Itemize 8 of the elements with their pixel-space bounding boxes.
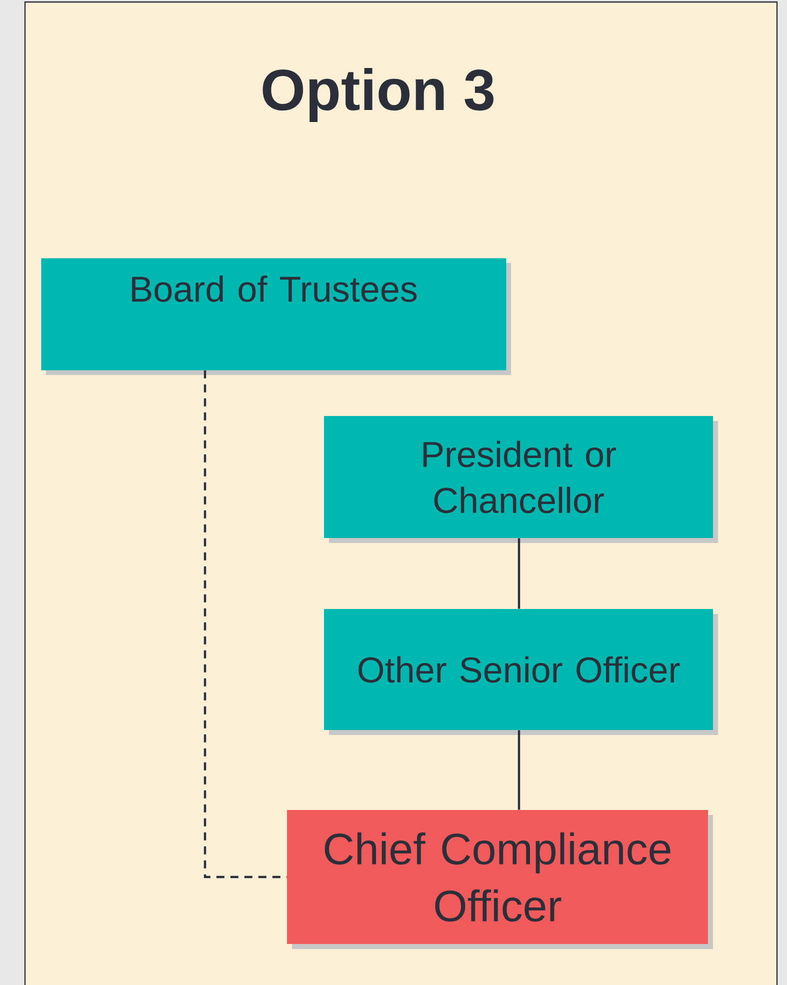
highlighted-box: Chief Compliance Officer: [287, 810, 713, 949]
connector-line: [518, 538, 520, 609]
connector-line: [518, 730, 520, 810]
role-box: Other Senior Officer: [324, 609, 718, 735]
title: Option 3: [262, 68, 494, 122]
role-box: Board of Trustees: [41, 258, 511, 375]
role-box: President or Chancellor: [324, 416, 718, 543]
connector-line: [204, 370, 287, 878]
